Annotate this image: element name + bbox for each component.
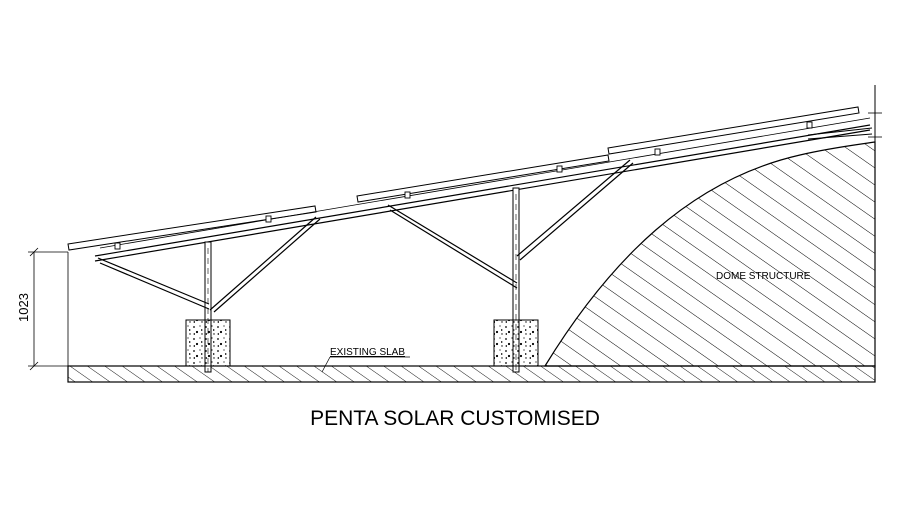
dome-structure: [543, 141, 876, 367]
panel-clamps: [114, 121, 813, 250]
solar-panel-2: [356, 154, 610, 203]
drawing-title: PENTA SOLAR CUSTOMISED: [310, 407, 600, 430]
right-support: [387, 159, 634, 373]
height-dimension: 1023: [16, 247, 69, 371]
end-bracket: [807, 127, 873, 140]
left-support: [97, 216, 321, 373]
dimension-label: 1023: [16, 293, 31, 322]
solar-panel-1: [67, 205, 317, 251]
solar-panel-3: [607, 106, 860, 155]
slab-label: EXISTING SLAB: [330, 347, 405, 358]
solar-panels: [67, 106, 860, 251]
existing-slab: [67, 365, 876, 383]
main-rafter: [94, 117, 871, 262]
dome-label: DOME STRUCTURE: [716, 271, 811, 282]
slab-label-group: EXISTING SLAB: [321, 347, 410, 373]
